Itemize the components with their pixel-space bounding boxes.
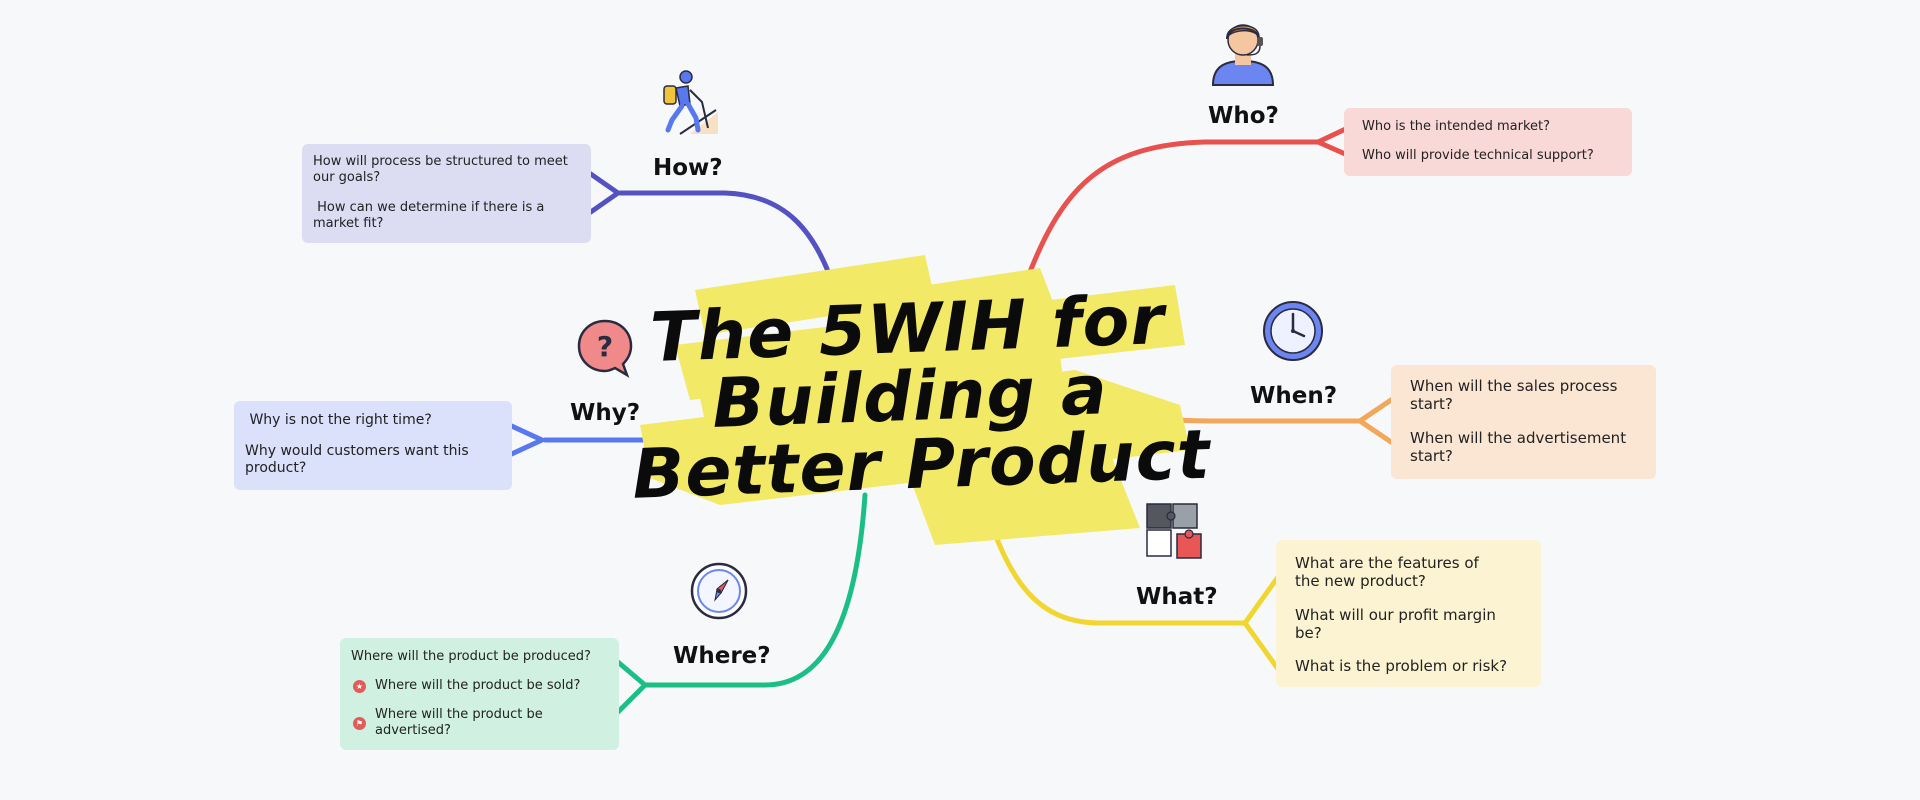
puzzle-icon <box>1146 503 1202 559</box>
hiker-icon <box>663 70 718 135</box>
when-fork <box>1357 393 1400 449</box>
what-question-box: What are the features of the new product… <box>1276 540 1541 687</box>
when-label: When? <box>1250 383 1338 409</box>
who-connector <box>1022 139 1323 288</box>
how-fork <box>582 167 621 219</box>
person-headset-icon <box>1211 24 1275 86</box>
what-question-2: What will our profit margin be? <box>1295 606 1496 642</box>
why-fork <box>502 420 545 460</box>
where-connector <box>642 492 868 688</box>
how-connector <box>617 190 838 293</box>
where-question-1: Where will the product be produced? <box>351 649 591 664</box>
when-question-2: When will the advertisement start? <box>1410 429 1627 465</box>
where-question-box: Where will the product be produced? ★ Wh… <box>340 638 619 750</box>
compass-icon <box>690 562 748 620</box>
question-bubble-icon: ? <box>577 319 633 378</box>
who-fork <box>1315 123 1355 160</box>
who-question-box: Who is the intended market? Who will pro… <box>1344 108 1632 176</box>
what-label: What? <box>1136 584 1218 610</box>
where-question-3: Where will the product be advertised? <box>375 707 543 738</box>
how-label: How? <box>653 155 723 181</box>
star-bullet-icon: ★ <box>353 680 366 693</box>
why-question-2: Why would customers want this product? <box>245 443 469 476</box>
flag-bullet-icon: ⚑ <box>353 717 366 730</box>
who-label: Who? <box>1208 103 1279 129</box>
clock-icon <box>1263 301 1323 361</box>
how-question-2: How can we determine if there is a marke… <box>313 200 549 231</box>
how-question-1: How will process be structured to meet o… <box>313 154 568 185</box>
who-question-2: Who will provide technical support? <box>1362 148 1594 163</box>
title-block: The 5WIH for Building a Better Product <box>626 280 1212 519</box>
where-question-2: Where will the product be sold? <box>375 678 581 693</box>
who-question-1: Who is the intended market? <box>1362 119 1551 134</box>
why-label: Why? <box>570 400 641 426</box>
where-fork <box>609 654 648 721</box>
where-label: Where? <box>673 643 771 669</box>
when-question-1: When will the sales process start? <box>1410 377 1618 413</box>
svg-text:?: ? <box>597 330 613 363</box>
why-question-box: Why is not the right time? Why would cus… <box>234 401 512 490</box>
how-question-box: How will process be structured to meet o… <box>302 144 591 243</box>
why-question-1: Why is not the right time? <box>245 412 432 428</box>
what-question-1: What are the features of the new product… <box>1295 554 1479 590</box>
what-question-3: What is the problem or risk? <box>1295 657 1508 675</box>
when-question-box: When will the sales process start? When … <box>1391 365 1656 479</box>
what-fork <box>1242 567 1286 679</box>
